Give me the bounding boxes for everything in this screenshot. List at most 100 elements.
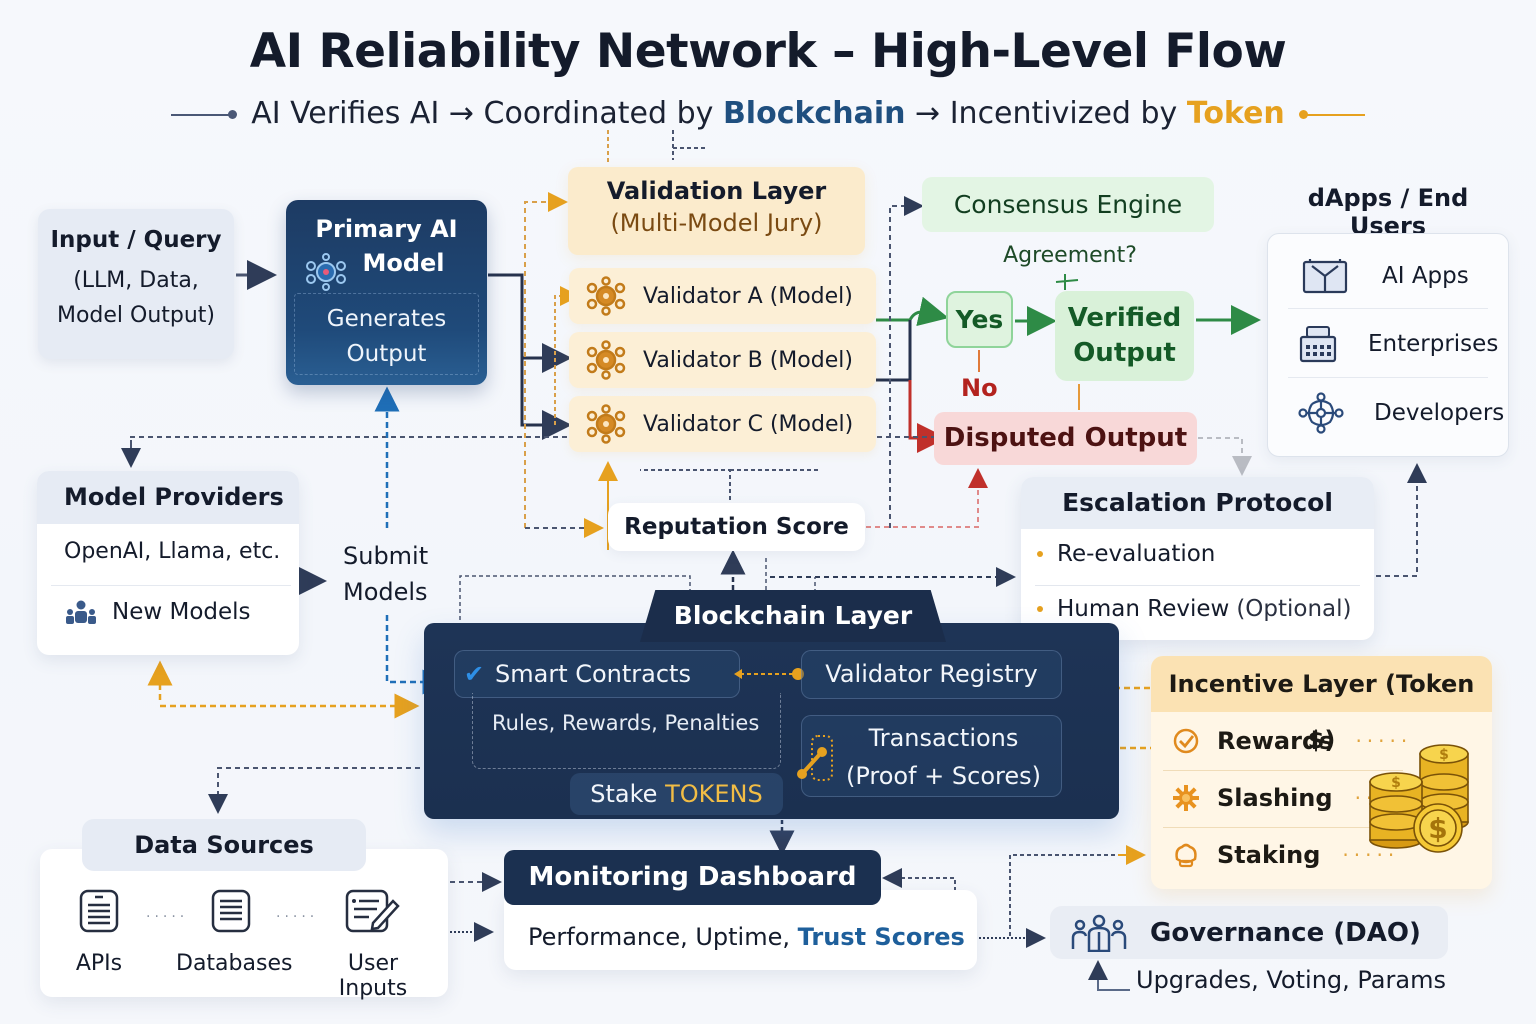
primary-ai-sub-1: Generates [326, 306, 447, 332]
monitoring-metrics-label: Performance, Uptime, [528, 923, 790, 951]
svg-text:$: $ [1391, 775, 1401, 791]
dotted-leader: ····· [276, 909, 319, 925]
primary-ai-sub-2: Output [346, 341, 427, 367]
data-source-apis[interactable]: APIs [44, 889, 154, 976]
smart-contracts-node[interactable]: ✔ Smart Contracts [454, 650, 740, 698]
verified-line-2: Output [1073, 338, 1176, 368]
rules-bracket [472, 693, 781, 769]
transactions-line-1: Transactions [868, 724, 1019, 752]
validator-gear-icon [586, 404, 626, 444]
divider [1163, 827, 1403, 828]
validator-c-node[interactable]: Validator C (Model) [569, 396, 876, 452]
primary-ai-line-2: Model [362, 249, 445, 277]
reputation-score-node[interactable]: Reputation Score [608, 503, 865, 551]
governance-dao-node[interactable]: Governance (DAO) [1050, 906, 1448, 959]
edit-form-icon [345, 889, 400, 933]
data-source-label: User Inputs [338, 951, 408, 1001]
divider [1288, 308, 1488, 309]
escalation-item-label: Human Review [1057, 596, 1230, 622]
submit-line-2: Models [343, 578, 428, 606]
escalation-protocol-node[interactable]: Escalation Protocol Re-evaluation Human … [1021, 477, 1374, 640]
validator-b-node[interactable]: Validator B (Model) [569, 332, 876, 388]
data-source-user-inputs[interactable]: User Inputs [318, 889, 428, 1001]
governance-subtext: Upgrades, Voting, Params [1136, 966, 1446, 994]
subtitle-left-rule [171, 109, 238, 119]
no-label: No [961, 374, 998, 402]
data-sources-heading: Data Sources [82, 819, 366, 871]
new-models-label: New Models [112, 599, 251, 625]
developer-network-icon [1298, 392, 1344, 434]
incentive-item-label: Rewards [1217, 727, 1334, 755]
verified-output-node[interactable]: Verified Output [1055, 291, 1194, 381]
burst-gear-icon [1173, 785, 1199, 811]
validator-gear-icon [586, 276, 626, 316]
dapps-item-ai-apps[interactable]: AI Apps [1282, 242, 1494, 310]
dapps-item-label: AI Apps [1382, 263, 1469, 289]
subtitle-arrow: → [448, 96, 474, 131]
transactions-node[interactable]: Transactions (Proof + Scores) [797, 715, 1062, 797]
primary-ai-model-node[interactable]: Primary AI Model Generates Output [286, 200, 487, 385]
input-query-heading: Input / Query [50, 227, 222, 253]
dapps-item-developers[interactable]: Developers [1282, 379, 1504, 447]
data-source-label: APIs [75, 951, 123, 976]
blockchain-layer-heading: Blockchain Layer [640, 590, 946, 642]
dapps-item-enterprises[interactable]: Enterprises [1282, 310, 1498, 378]
escalation-item-human-review: Human Review (Optional) [1037, 596, 1352, 622]
app-window-icon [1302, 259, 1348, 294]
stake-label: Stake [590, 780, 658, 808]
agreement-question: Agreement? [1003, 243, 1137, 268]
page-subtitle: AI Verifies AI → Coordinated by Blockcha… [0, 96, 1536, 131]
validation-layer-subheading: (Multi-Model Jury) [610, 209, 823, 237]
consensus-engine-node[interactable]: Consensus Engine [922, 177, 1214, 232]
enterprise-building-icon [1299, 326, 1337, 363]
blockchain-layer-node: ✔ Smart Contracts Validator Registry Rul… [424, 623, 1119, 819]
people-group-icon [66, 600, 96, 624]
check-icon: ✔ [464, 660, 485, 688]
model-providers-node[interactable]: Model Providers OpenAI, Llama, etc. New … [37, 471, 299, 655]
incentive-layer-node[interactable]: Incentive Layer (Token $) Rewards ····· … [1151, 656, 1492, 889]
dapps-heading: dApps / End Users [1307, 184, 1469, 240]
validator-c-label: Validator C (Model) [643, 411, 854, 437]
escalation-heading: Escalation Protocol [1021, 477, 1374, 529]
input-query-details: (LLM, Data, Model Output) [38, 263, 234, 333]
arrow-primary-to-validator-c [520, 358, 572, 440]
incentive-item-label: Staking [1217, 841, 1321, 869]
data-source-databases[interactable]: Databases [176, 889, 293, 976]
escalation-item-label: Re-evaluation [1057, 541, 1216, 567]
subtitle-token: Token [1186, 96, 1285, 131]
badge-check-icon [1173, 728, 1199, 754]
subtitle-incentivized: Incentivized by [949, 96, 1178, 131]
validator-registry-node[interactable]: Validator Registry [801, 650, 1062, 699]
escalation-item-reevaluation: Re-evaluation [1037, 541, 1215, 567]
subtitle-arrow: → [915, 96, 941, 131]
validator-gear-icon [586, 340, 626, 380]
escalation-optional-note: (Optional) [1236, 596, 1352, 622]
stake-tokens-node[interactable]: Stake TOKENS [570, 773, 783, 815]
neural-network-icon [306, 253, 346, 291]
validator-b-label: Validator B (Model) [643, 347, 853, 373]
validation-layer-node[interactable]: Validation Layer (Multi-Model Jury) [568, 167, 865, 255]
model-providers-heading: Model Providers [37, 471, 299, 524]
primary-ai-line-1: Primary AI [315, 215, 458, 243]
svg-text:$: $ [1439, 747, 1449, 763]
arrow-primary-to-validators [488, 273, 572, 373]
divider [1035, 585, 1360, 586]
providers-item-existing: OpenAI, Llama, etc. [64, 539, 281, 564]
providers-item-new-models: New Models [64, 599, 251, 625]
subtitle-ai-verifies: AI Verifies AI [251, 96, 440, 131]
monitoring-dashboard-node[interactable]: Monitoring Dashboard [504, 850, 881, 905]
registry-to-contracts-connector [734, 668, 804, 680]
data-source-label: Databases [176, 951, 293, 976]
disputed-output-node[interactable]: Disputed Output [934, 412, 1197, 465]
bullet-icon [1037, 606, 1043, 612]
input-query-node[interactable]: Input / Query (LLM, Data, Model Output) [38, 209, 234, 359]
data-sources-node[interactable]: APIs ····· Databases ····· User Inputs [40, 849, 448, 1001]
dotted-leader: ····· [1355, 729, 1413, 753]
api-document-icon [79, 889, 119, 933]
primary-ai-subpanel: Generates Output [294, 293, 479, 375]
submit-models-label: Submit Models [343, 538, 428, 610]
arrow-validators-to-yes [876, 296, 949, 327]
dapps-item-label: Developers [1374, 400, 1505, 426]
yes-node[interactable]: Yes [946, 291, 1013, 348]
validator-a-node[interactable]: Validator A (Model) [569, 268, 876, 324]
